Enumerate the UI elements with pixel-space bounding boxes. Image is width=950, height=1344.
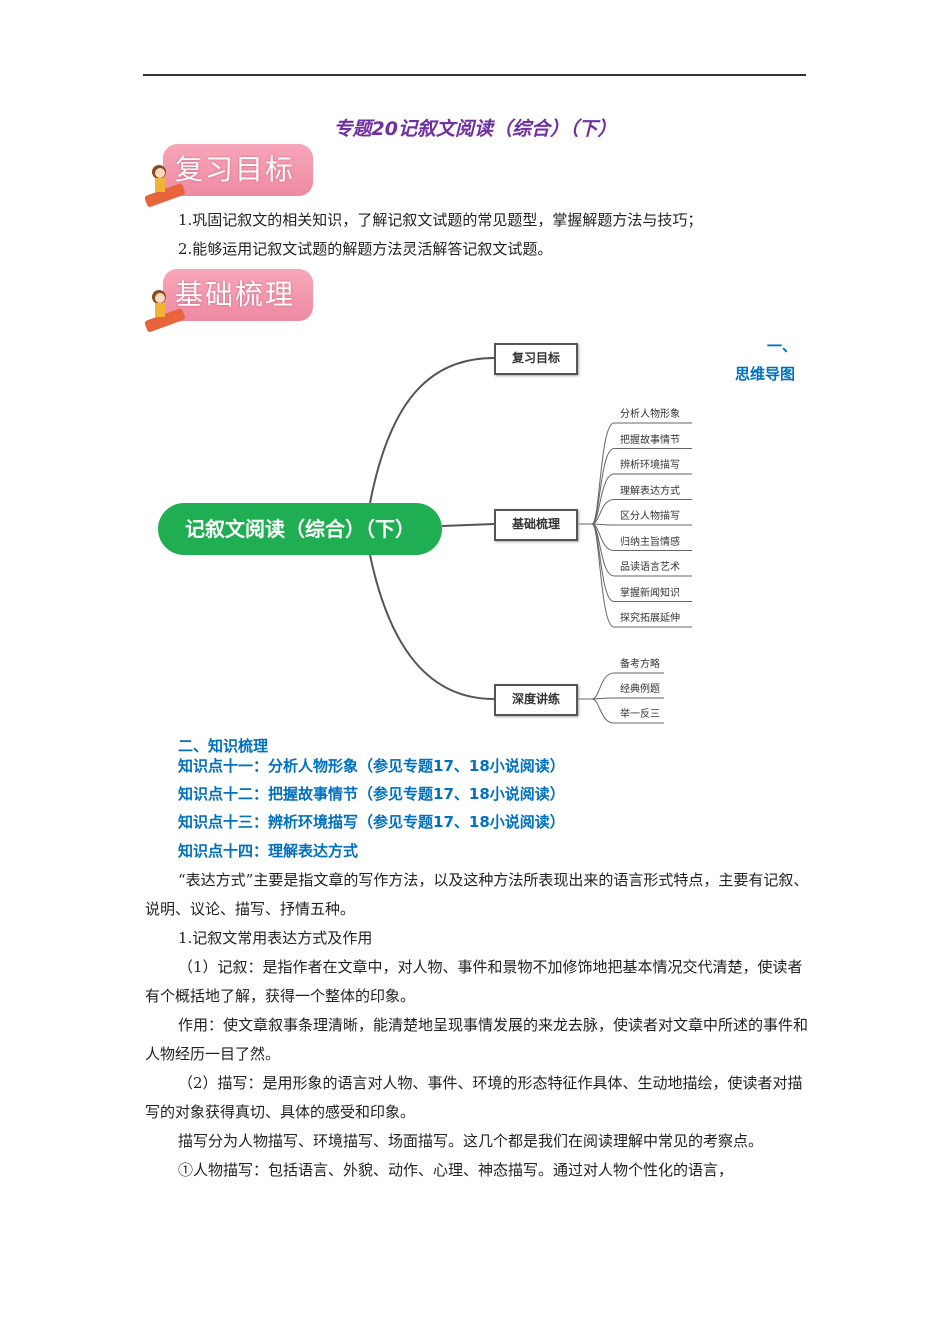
header-rule xyxy=(143,74,806,76)
mindmap-leaf: 把握故事情节 xyxy=(620,434,680,446)
mindmap-leaf: 掌握新闻知识 xyxy=(620,587,680,599)
mindmap-branch-basics: 基础梳理 xyxy=(494,509,578,541)
body-text: “表达方式”主要是指文章的写作方法，以及这种方法所表现出来的语言形式特点，主要有… xyxy=(145,866,810,1185)
paragraph: 1.记叙文常用表达方式及作用 xyxy=(178,929,373,947)
paragraph: 作用：使文章叙事条理清晰，能清楚地呈现事情发展的来龙去脉，使读者对文章中所述的事… xyxy=(145,1016,809,1063)
mindmap-connectors xyxy=(369,357,692,724)
mindmap-leaf-connector xyxy=(591,523,692,628)
mindmap-leaf-connector xyxy=(591,499,692,525)
knowledge-point: 知识点十三：辨析环境描写（参见专题17、18小说阅读） xyxy=(178,813,565,831)
mindmap-leaf: 经典例题 xyxy=(620,684,660,695)
mindmap-heading-label: 思维导图 xyxy=(735,365,796,383)
mindmap-leaf: 分析人物形象 xyxy=(620,409,680,420)
mindmap-leaf: 举一反三 xyxy=(620,709,660,720)
objective-2: 2.能够运用记叙文试题的解题方法灵活解答记叙文试题。 xyxy=(178,240,553,258)
paragraph: 描写分为人物描写、环境描写、场面描写。这几个都是我们在阅读理解中常见的考察点。 xyxy=(178,1132,764,1150)
mindmap-center-node: 记叙文阅读（综合）（下） xyxy=(158,503,442,555)
mindmap-leaf: 品读语言艺术 xyxy=(620,562,680,573)
mindmap-leaf: 归纳主旨情感 xyxy=(620,536,680,548)
banner-review-goals: 复习目标 xyxy=(143,142,313,208)
girl-on-pencil-icon xyxy=(144,165,185,207)
banner-label: 基础梳理 xyxy=(163,269,313,321)
mindmap-heading-number: 一、 xyxy=(767,337,798,355)
mindmap-leaf: 辨析环境描写 xyxy=(620,460,680,471)
section-heading: 二、知识梳理 xyxy=(178,737,269,755)
mindmap-leaf-connector xyxy=(591,672,664,700)
banner-label: 复习目标 xyxy=(163,144,313,196)
page-title: 专题20记叙文阅读（综合）（下） xyxy=(333,118,617,140)
paragraph: （1）记叙：是指作者在文章中，对人物、事件和景物不加修饰地把基本情况交代清楚，使… xyxy=(145,958,803,1005)
mindmap-leaf-connector xyxy=(591,698,664,724)
mindmap-leaf-connector xyxy=(591,523,692,526)
objective-1: 1.巩固记叙文的相关知识，了解记叙文试题的常见题型，掌握解题方法与技巧； xyxy=(178,211,703,229)
mindmap-leaf: 探究拓展延伸 xyxy=(620,613,680,624)
mindmap-branch-practice: 深度讲练 xyxy=(494,684,578,716)
banner-basics: 基础梳理 xyxy=(143,267,313,333)
knowledge-point: 知识点十二：把握故事情节（参见专题17、18小说阅读） xyxy=(178,785,565,803)
knowledge-point: 知识点十一：分析人物形象（参见专题17、18小说阅读） xyxy=(178,757,565,775)
paragraph: “表达方式”主要是指文章的写作方法，以及这种方法所表现出来的语言形式特点，主要有… xyxy=(145,871,809,918)
mindmap-branch-review-goals: 复习目标 xyxy=(494,343,578,375)
mindmap-leaf: 区分人物描写 xyxy=(620,511,680,522)
mindmap-leaf: 备考方略 xyxy=(620,659,660,670)
mindmap-leaf-connector xyxy=(591,697,664,700)
paragraph: （2）描写：是用形象的语言对人物、事件、环境的形态特征作具体、生动地描绘，使读者… xyxy=(145,1074,803,1121)
knowledge-point: 知识点十四：理解表达方式 xyxy=(178,842,359,860)
paragraph: ①人物描写：包括语言、外貌、动作、心理、神态描写。通过对人物个性化的语言， xyxy=(178,1161,734,1179)
girl-on-pencil-icon xyxy=(144,290,185,332)
mindmap-leaf: 理解表达方式 xyxy=(620,485,680,497)
